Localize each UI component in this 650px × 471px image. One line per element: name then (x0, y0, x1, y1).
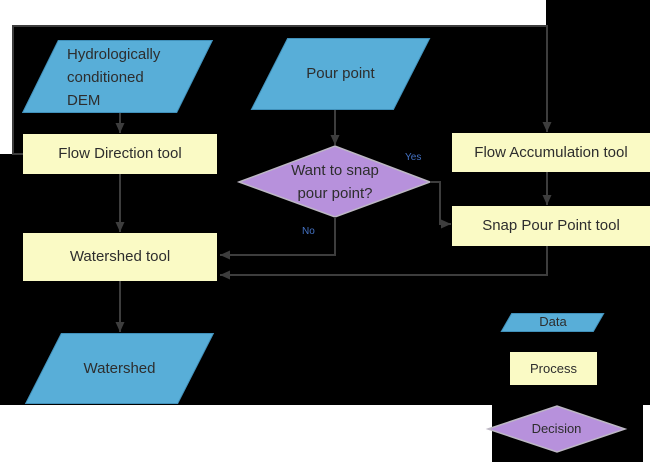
legend-decision-panel (492, 405, 643, 462)
node-watershed-tool-shape (23, 233, 217, 281)
legend-data-shape (500, 313, 605, 332)
node-snap-pour-point-shape (452, 206, 650, 246)
canvas-background-left (0, 154, 13, 405)
legend-process-shape (510, 352, 597, 385)
canvas-background-top-right (546, 0, 650, 26)
node-flow-accumulation-shape (452, 133, 650, 172)
node-flow-direction-shape (23, 134, 217, 174)
